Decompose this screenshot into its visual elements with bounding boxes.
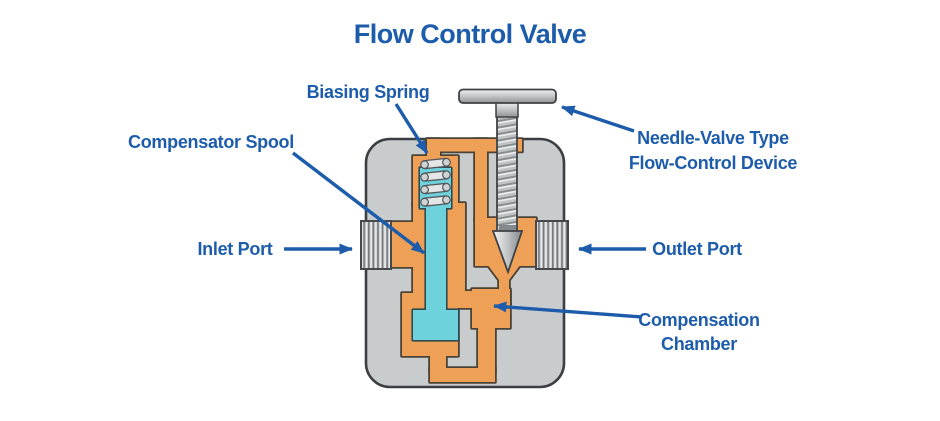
- compensation-chamber-arrow: [493, 301, 643, 319]
- needle-valve-arrow: [561, 105, 635, 133]
- compensator-spool-arrow: [291, 151, 426, 255]
- needle-valve-label-line2: Flow-Control Device: [629, 153, 798, 173]
- callout-labels: Biasing Spring Compensator Spool Inlet P…: [128, 82, 798, 354]
- outlet-port-label: Outlet Port: [652, 239, 742, 259]
- screw-shaft: [496, 115, 518, 235]
- biasing-spring-label: Biasing Spring: [307, 82, 430, 102]
- needle-valve-screw: [458, 88, 557, 275]
- screw-thread-end: [499, 225, 516, 233]
- page-title: Flow Control Valve: [354, 19, 587, 49]
- inlet-port-threads: [360, 220, 392, 270]
- outlet-port-threads: [535, 220, 569, 270]
- compensation-chamber-label-line1: Compensation: [638, 310, 759, 330]
- callout-arrows: [284, 103, 646, 319]
- inlet-port-label: Inlet Port: [197, 239, 272, 259]
- biasing-spring-arrow: [394, 103, 429, 154]
- compensation-chamber-label-line2: Chamber: [661, 334, 737, 354]
- biasing-spring: [420, 157, 451, 207]
- screw-neck: [495, 101, 519, 118]
- screw-handle: [458, 88, 557, 104]
- needle-valve-label-line1: Needle-Valve Type: [637, 128, 789, 148]
- compensator-spool-label: Compensator Spool: [128, 132, 294, 152]
- needle-tip: [491, 230, 524, 275]
